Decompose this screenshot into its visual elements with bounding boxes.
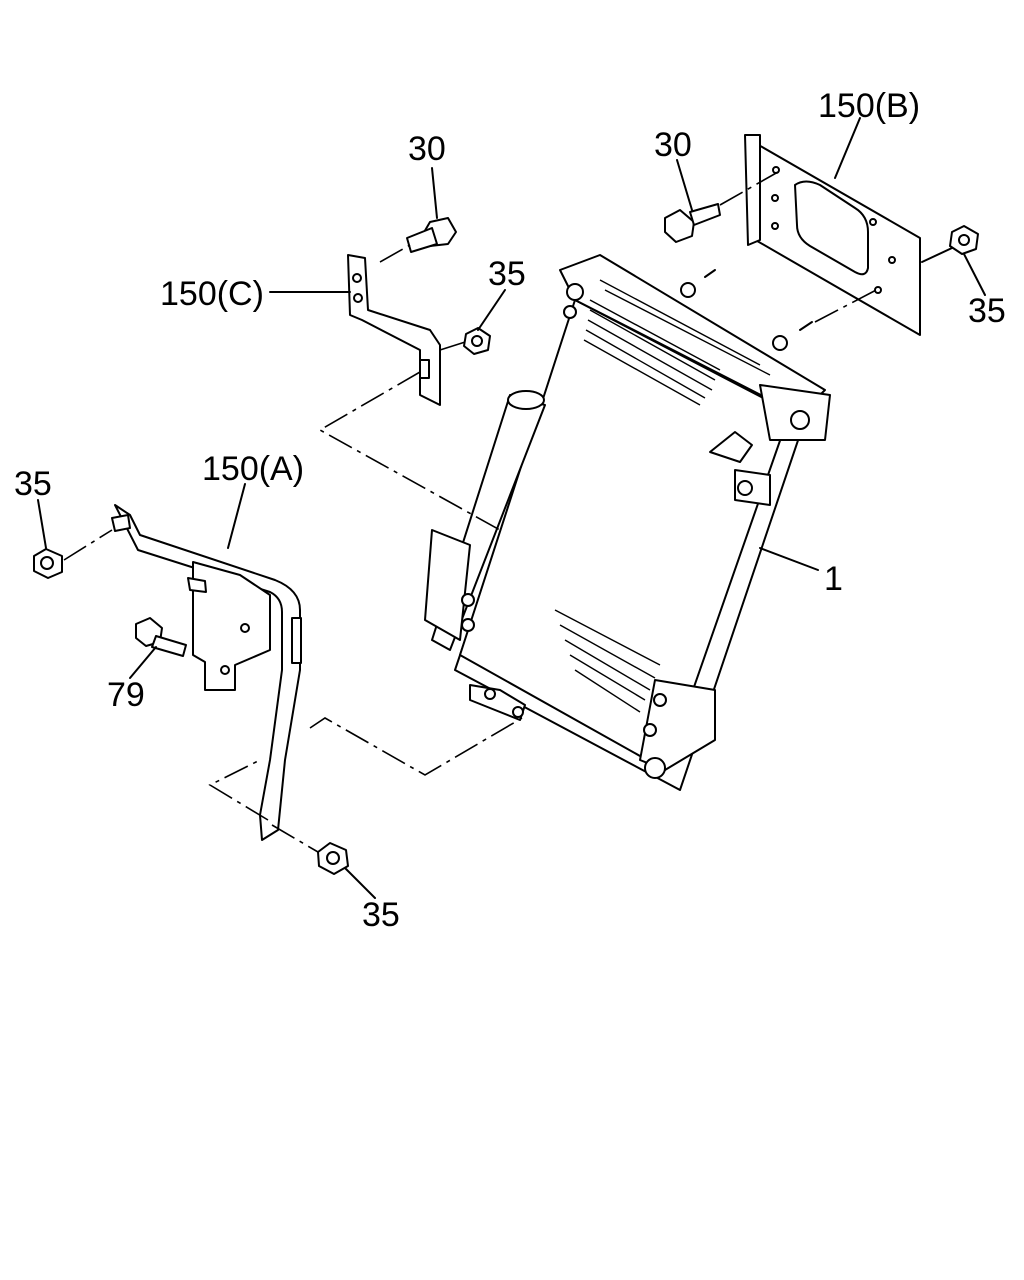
cooling-fins-top xyxy=(583,279,771,406)
callout-nut-35-upper-mid: 35 xyxy=(488,255,526,293)
callout-bracket-150b: 150(B) xyxy=(818,87,920,125)
nut-35-right xyxy=(949,225,979,255)
radiator-assembly xyxy=(424,254,831,791)
bolt-30-left xyxy=(406,217,457,253)
callout-bracket-150a: 150(A) xyxy=(202,450,304,488)
assembly-center-lines xyxy=(63,171,881,853)
callout-bolt-30-left: 30 xyxy=(408,130,446,168)
bolt-79 xyxy=(135,577,207,657)
callout-radiator-1: 1 xyxy=(824,560,843,598)
callout-bolt-30-right: 30 xyxy=(654,126,692,164)
nut-35-left xyxy=(33,514,131,579)
bracket-150c xyxy=(347,254,441,406)
callout-nut-35-right: 35 xyxy=(968,292,1006,330)
bracket-150a xyxy=(114,504,302,841)
cooling-fins-bottom xyxy=(554,609,661,713)
nut-35-upper-mid xyxy=(463,327,491,355)
nut-35-bottom xyxy=(317,842,349,875)
callout-leaders xyxy=(37,117,986,899)
callout-bolt-79: 79 xyxy=(107,676,145,714)
callout-bracket-150c: 150(C) xyxy=(160,275,264,313)
bolt-30-right xyxy=(664,203,721,243)
callout-nut-35-left: 35 xyxy=(14,465,52,503)
callout-nut-35-bottom: 35 xyxy=(362,896,400,934)
bracket-150b xyxy=(744,134,921,336)
